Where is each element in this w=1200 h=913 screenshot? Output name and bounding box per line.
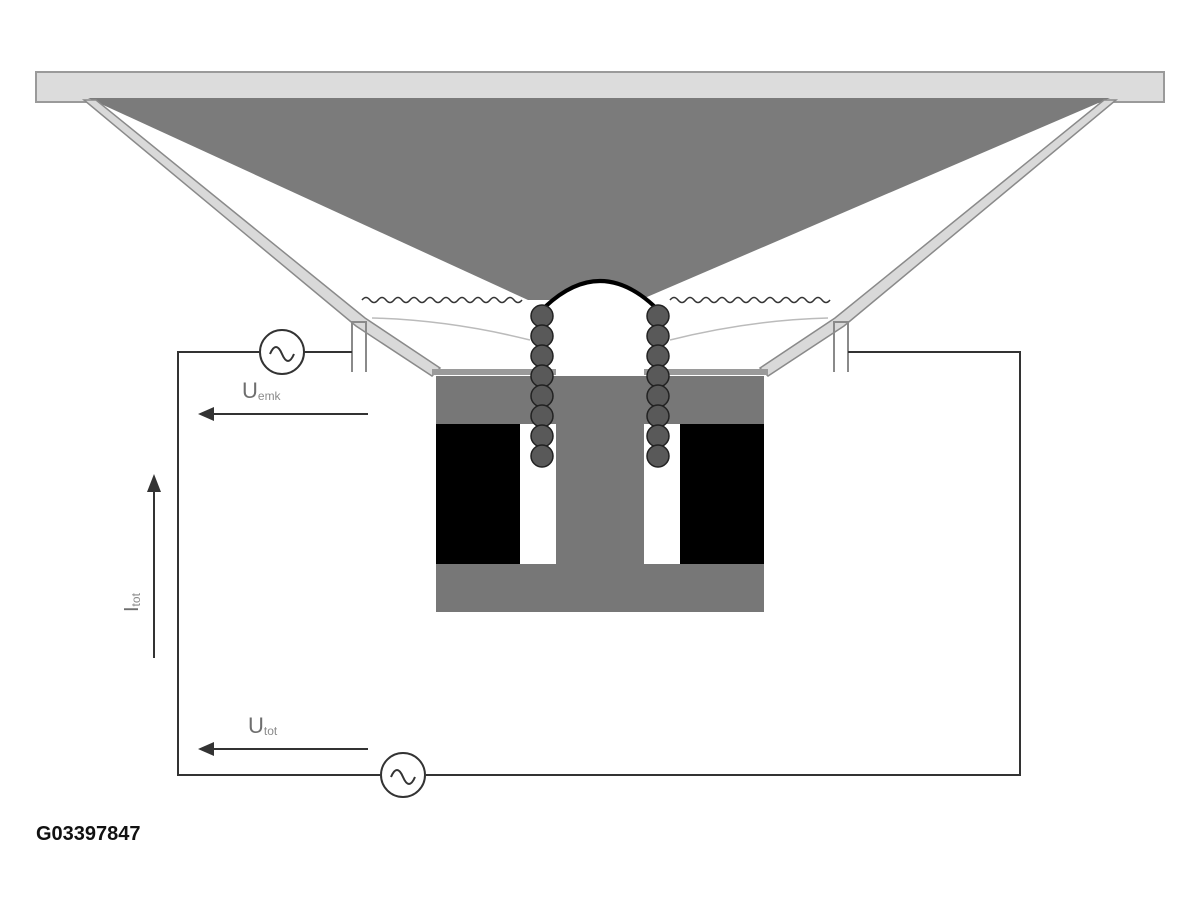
speaker-basket-left xyxy=(81,99,442,377)
dust-cap xyxy=(544,279,656,308)
arrow-left-top xyxy=(198,407,368,421)
spider-left xyxy=(371,317,531,341)
circuit-wire-left xyxy=(177,351,380,776)
speaker-top-flange xyxy=(35,71,1165,103)
spider-right xyxy=(669,317,829,341)
figure-id: G03397847 xyxy=(36,823,141,845)
arrow-left-bottom xyxy=(198,742,368,756)
label-voltage-bottom: Utot xyxy=(248,713,278,738)
ac-source-top xyxy=(259,329,305,375)
suspension-left xyxy=(361,296,523,304)
speaker-basket-right xyxy=(758,99,1119,377)
ac-source-bottom xyxy=(380,752,426,798)
speaker-cone xyxy=(88,98,1110,300)
arrowhead-left-icon xyxy=(198,742,214,756)
magnet-right xyxy=(680,424,764,564)
arrowhead-up-icon xyxy=(147,474,161,492)
voice-coil-left xyxy=(530,304,554,468)
label-voltage-top: Uemk xyxy=(242,378,282,403)
frame-bracket-right xyxy=(833,321,849,372)
voice-coil-right xyxy=(646,304,670,468)
coil-former xyxy=(556,306,644,376)
circuit-wire-right xyxy=(426,351,1021,776)
arrow-up-current xyxy=(147,474,161,658)
magnet-left xyxy=(436,424,520,564)
frame-bracket-left xyxy=(351,321,367,372)
label-current: Itot xyxy=(121,592,143,612)
sine-icon xyxy=(390,769,416,785)
pole-piece xyxy=(556,376,644,564)
back-plate xyxy=(436,564,764,612)
arrowhead-left-icon xyxy=(198,407,214,421)
suspension-right xyxy=(669,296,831,304)
sine-icon xyxy=(269,346,295,362)
